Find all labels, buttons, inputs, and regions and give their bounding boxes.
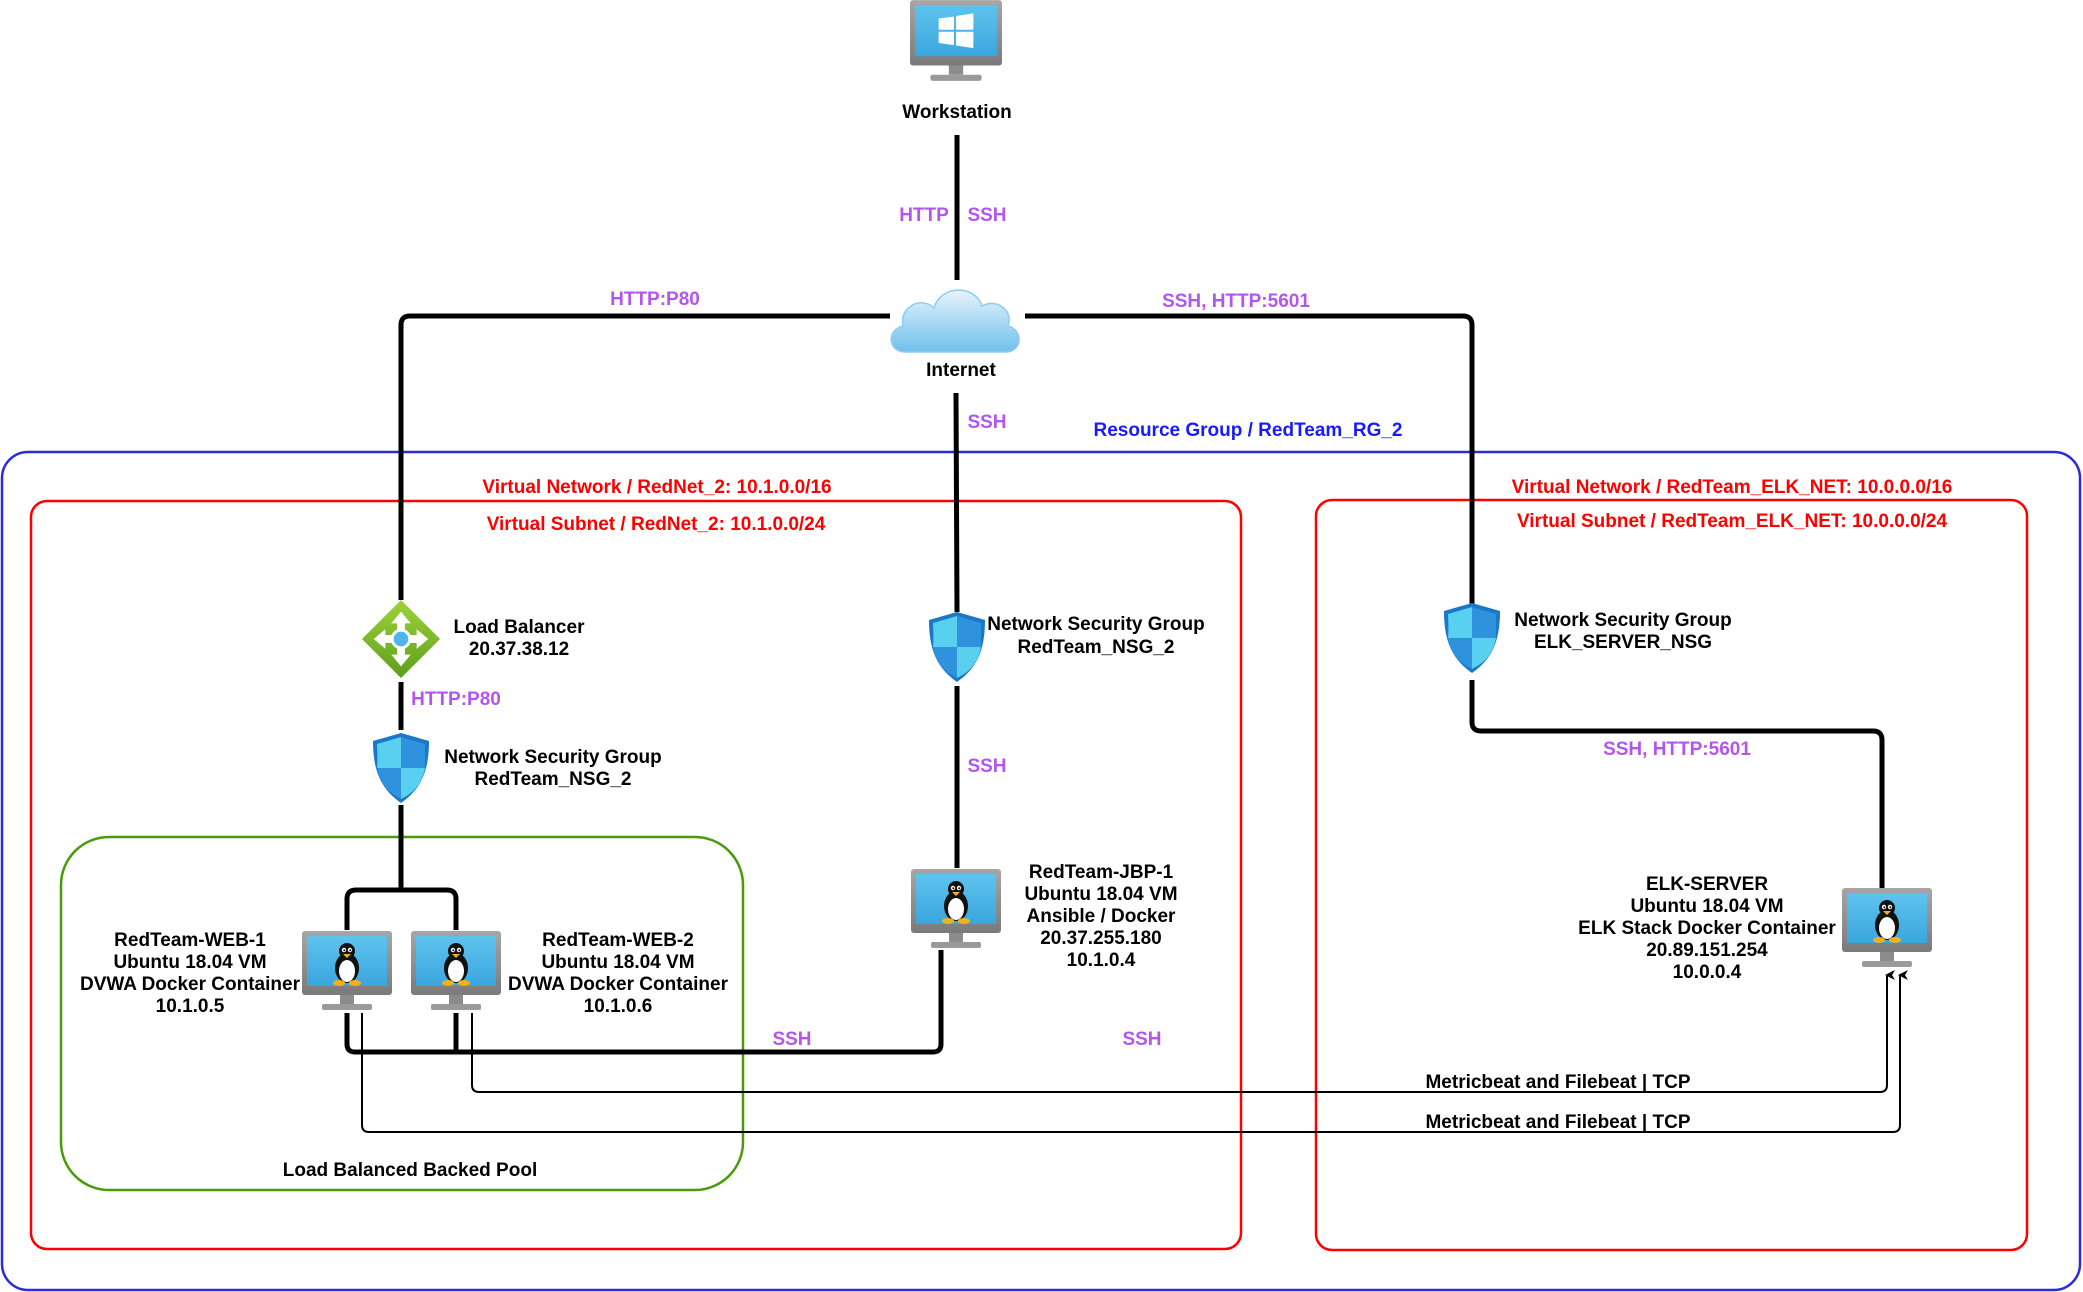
line-split-web2	[401, 887, 459, 930]
web2-os: Ubuntu 18.04 VM	[541, 952, 694, 973]
protocol-label-ws-http: HTTP	[899, 205, 949, 226]
vnet-rednet-network-label: Virtual Network / RedNet_2: 10.1.0.0/16	[482, 477, 831, 498]
shield-icon[interactable]	[1444, 603, 1500, 673]
protocol-label-internet-jump: SSH	[967, 412, 1006, 433]
beats-label-web1: Metricbeat and Filebeat | TCP	[1425, 1112, 1690, 1133]
line-elk-nsg-vm	[1469, 680, 1885, 888]
web2-name: RedTeam-WEB-2	[542, 930, 694, 951]
jump-name: RedTeam-JBP-1	[1029, 862, 1174, 883]
web1-ip: 10.1.0.5	[156, 996, 225, 1017]
linux-monitor-icon[interactable]	[411, 931, 501, 1010]
protocol-label-ws-ssh: SSH	[967, 205, 1006, 226]
protocol-label-lb-nsg: HTTP:P80	[411, 689, 501, 710]
shield-icon[interactable]	[929, 612, 985, 682]
web2-role: DVWA Docker Container	[508, 974, 729, 995]
line-web2-elk-beats	[471, 970, 1895, 1093]
linux-monitor-icon[interactable]	[911, 869, 1001, 948]
elk-name: ELK-SERVER	[1646, 874, 1768, 895]
load-balancer-name: Load Balancer	[454, 617, 586, 638]
linux-monitor-icon[interactable]	[1842, 888, 1932, 967]
shield-icon[interactable]	[373, 733, 429, 803]
resource-group-boundary	[0, 450, 2082, 1292]
jump-role: Ansible / Docker	[1027, 906, 1176, 927]
vnet-elk-subnet-label: Virtual Subnet / RedTeam_ELK_NET: 10.0.0…	[1517, 511, 1948, 532]
resource-group-label: Resource Group / RedTeam_RG_2	[1093, 420, 1402, 441]
elk-os: Ubuntu 18.04 VM	[1630, 896, 1783, 917]
elk-public-ip: 20.89.151.254	[1646, 940, 1768, 961]
line-split-web1	[344, 887, 401, 930]
internet-label: Internet	[926, 360, 996, 381]
protocol-label-internet-lb: HTTP:P80	[610, 289, 700, 310]
connection-lines	[344, 135, 1885, 1055]
load-balancer-icon[interactable]	[360, 598, 442, 680]
line-internet-loadbalancer	[398, 313, 890, 600]
protocol-label-nsg-jump: SSH	[967, 756, 1006, 777]
load-balancer-ip: 20.37.38.12	[469, 639, 569, 660]
beats-lines	[361, 970, 1908, 1133]
workstation-label: Workstation	[902, 102, 1011, 123]
nsg-web-name: RedTeam_NSG_2	[475, 769, 632, 790]
nsg-jump-title: Network Security Group	[987, 614, 1205, 635]
line-internet-jump-nsg	[953, 392, 960, 613]
web2-ip: 10.1.0.6	[584, 996, 653, 1017]
elk-role: ELK Stack Docker Container	[1578, 918, 1836, 939]
nsg-elk-title: Network Security Group	[1514, 610, 1732, 631]
linux-monitor-icon[interactable]	[302, 931, 392, 1010]
vnet-elk-network-label: Virtual Network / RedTeam_ELK_NET: 10.0.…	[1512, 477, 1953, 498]
nsg-web-title: Network Security Group	[444, 747, 662, 768]
protocol-label-nsg-elk: SSH, HTTP:5601	[1603, 739, 1751, 760]
windows-monitor-icon[interactable]	[910, 0, 1002, 81]
jump-os: Ubuntu 18.04 VM	[1024, 884, 1177, 905]
vnet-elk-boundary	[1314, 498, 2029, 1252]
nsg-jump-name: RedTeam_NSG_2	[1018, 637, 1175, 658]
protocol-label-internet-elk: SSH, HTTP:5601	[1162, 291, 1310, 312]
web1-name: RedTeam-WEB-1	[114, 930, 266, 951]
line-web1-elk-beats	[361, 970, 1908, 1133]
vnet-rednet-subnet-label: Virtual Subnet / RedNet_2: 10.1.0.0/24	[487, 514, 826, 535]
jump-public-ip: 20.37.255.180	[1040, 928, 1162, 949]
protocol-label-jump-elk: SSH	[1122, 1029, 1161, 1050]
line-jump-webs	[344, 950, 944, 1055]
vnet-rednet-boundary	[29, 499, 1243, 1251]
jump-ip: 10.1.0.4	[1067, 950, 1136, 971]
beats-label-web2: Metricbeat and Filebeat | TCP	[1425, 1072, 1690, 1093]
line-internet-elk-nsg	[1025, 313, 1475, 610]
cloud-icon[interactable]	[890, 289, 1020, 353]
backend-pool-label: Load Balanced Backed Pool	[283, 1160, 537, 1181]
nsg-elk-name: ELK_SERVER_NSG	[1534, 632, 1712, 653]
protocol-label-jump-web: SSH	[772, 1029, 811, 1050]
web1-os: Ubuntu 18.04 VM	[113, 952, 266, 973]
elk-ip: 10.0.0.4	[1673, 962, 1742, 983]
web1-role: DVWA Docker Container	[80, 974, 301, 995]
